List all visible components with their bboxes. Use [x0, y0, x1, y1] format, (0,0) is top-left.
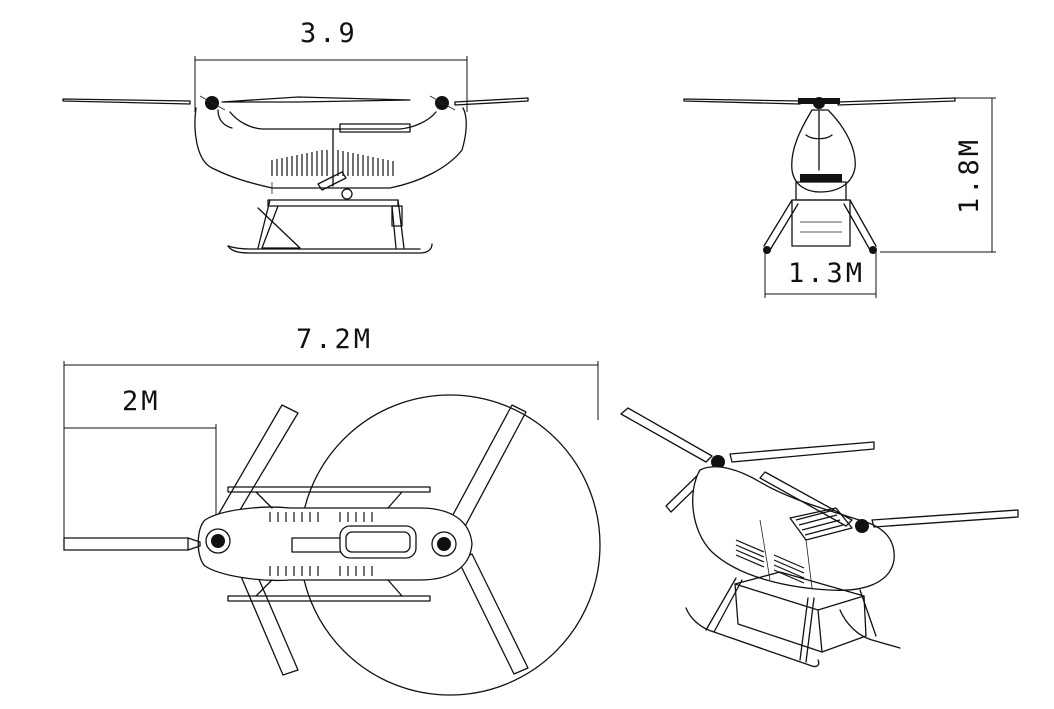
iso-payload-box	[734, 571, 867, 653]
dimension-label-side-length: 3.9	[300, 18, 358, 49]
dimension-top-tail-length: 2M	[64, 386, 217, 520]
side-fuselage	[194, 107, 467, 200]
dimension-label-top-total-length: 7.2M	[296, 324, 373, 355]
iso-landing-gear	[685, 577, 901, 668]
top-rotor-hubs	[205, 528, 457, 557]
front-view: 1.8M 1.3M	[683, 97, 996, 298]
side-landing-gear	[227, 199, 433, 254]
iso-rear-rotor	[620, 407, 875, 513]
side-vents	[271, 150, 394, 176]
side-rotors	[62, 95, 529, 111]
dimension-label-front-height: 1.8M	[954, 137, 985, 214]
dimension-label-top-tail-length: 2M	[122, 386, 161, 417]
front-rotor	[683, 97, 956, 109]
dimension-front-width: 1.3M	[764, 252, 877, 298]
dimension-side-length: 3.9	[194, 18, 468, 112]
iso-front-rotor	[759, 471, 1019, 533]
top-landing-skids	[227, 486, 431, 602]
top-vents	[269, 512, 373, 576]
isometric-view	[620, 407, 1019, 668]
dimension-front-height: 1.8M	[880, 97, 996, 253]
side-view: 3.9	[62, 18, 529, 254]
top-fuselage	[63, 506, 473, 582]
front-body	[791, 109, 856, 247]
dimension-label-front-width: 1.3M	[788, 258, 865, 289]
top-view: 7.2M 2M	[63, 324, 601, 696]
dimension-top-total-length: 7.2M	[63, 324, 599, 540]
